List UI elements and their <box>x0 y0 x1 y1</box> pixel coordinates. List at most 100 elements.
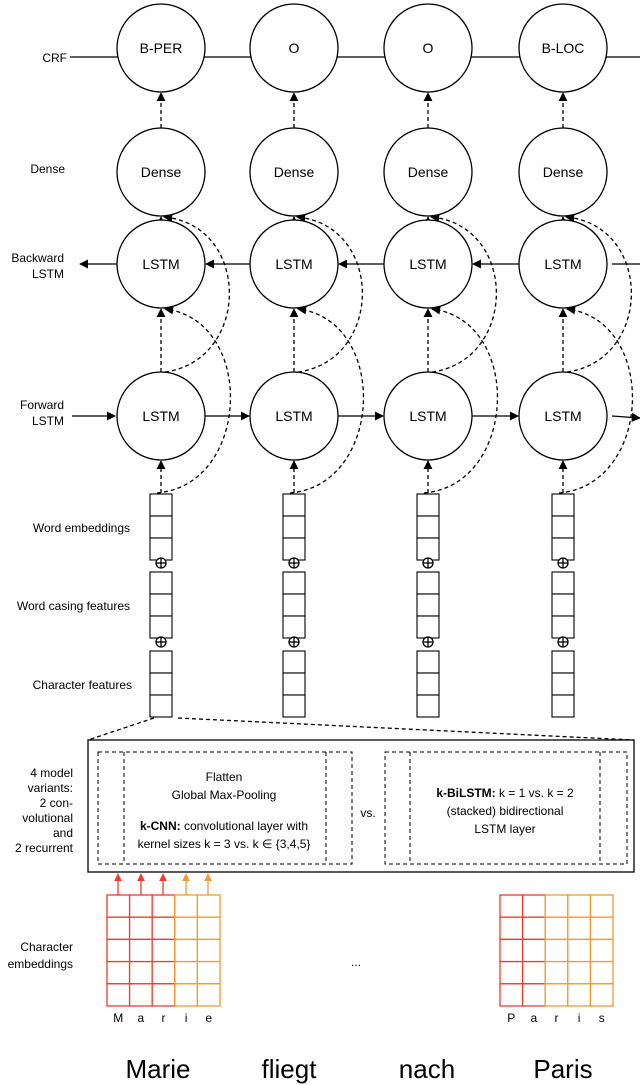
skip-forward-to-dense <box>565 213 633 373</box>
dense-node-label: Dense <box>543 164 584 180</box>
char-embedding-cell <box>499 938 524 963</box>
word-casing-label: Word casing features <box>17 599 130 613</box>
word-casing-vector-cell <box>149 571 173 595</box>
input-word: Paris <box>533 1054 592 1084</box>
word-embedding-vector-cell <box>551 537 575 561</box>
char-embedding-cell <box>151 983 176 1007</box>
bilstm-layer-text: LSTM layer <box>474 822 535 836</box>
word-casing-vector-cell <box>149 593 173 617</box>
word-casing-vector-cell <box>282 593 306 617</box>
vs-text: vs. <box>360 806 375 820</box>
char-embedding-cell <box>151 960 176 985</box>
word-embeddings-label: Word embeddings <box>33 521 130 535</box>
char-embedding-cell <box>544 960 569 985</box>
char-embedding-cell <box>567 983 592 1007</box>
word-embedding-vector-cell <box>551 515 575 539</box>
character-feature-vector-cell <box>416 672 440 696</box>
char-embedding-cell <box>174 894 199 918</box>
char-letter: a <box>531 1011 538 1025</box>
char-embedding-cell <box>106 983 131 1007</box>
crf-node-label: B-PER <box>140 40 183 56</box>
skip-embedding-to-backward <box>558 305 634 494</box>
cnn-kernel-text: kernel sizes k = 3 vs. k ∈ {3,4,5} <box>138 837 311 851</box>
word-casing-vector-cell <box>282 571 306 595</box>
char-letter: a <box>138 1011 145 1025</box>
char-embedding-cell <box>174 983 199 1007</box>
cnn-kcnn-rest: convolutional layer with <box>181 819 308 833</box>
skip-forward-to-dense <box>296 213 364 373</box>
crf-node <box>518 3 608 93</box>
char-embedding-cell <box>106 894 131 918</box>
forward-lstm-node-label: LSTM <box>409 408 446 424</box>
dense-node <box>116 127 206 217</box>
char-letter: r <box>162 1011 166 1025</box>
char-embedding-cell <box>174 960 199 985</box>
columns-layer: B-PERDenseLSTMLSTMODenseLSTMLSTMODenseLS… <box>116 3 634 718</box>
char-embedding-cell <box>521 983 546 1007</box>
word-casing-vector-cell <box>416 571 440 595</box>
variants-line: and <box>53 826 73 840</box>
bilstm-variant-box: k-BiLSTM: k = 1 vs. k = 2 (stacked) bidi… <box>384 751 628 865</box>
dense-node-label: Dense <box>141 164 182 180</box>
bilstm-k-rest: k = 1 vs. k = 2 <box>496 786 574 800</box>
char-embedding-cell <box>196 938 221 963</box>
char-embedding-cell <box>521 960 546 985</box>
cnn-variant-box: Flatten Global Max-Pooling k-CNN: convol… <box>97 751 353 865</box>
skip-forward-to-dense <box>163 213 231 373</box>
word-casing-vector-cell <box>551 571 575 595</box>
input-word: nach <box>399 1054 455 1084</box>
forward-lstm-label-line2: LSTM <box>32 414 64 428</box>
forward-lstm-node <box>518 371 608 461</box>
word-embedding-vector-cell <box>416 493 440 517</box>
skip-embedding-to-backward <box>423 305 499 494</box>
backward-lstm-node <box>518 219 608 309</box>
character-feature-vector-cell <box>149 650 173 674</box>
variants-line: 2 con- <box>40 796 73 810</box>
char-embedding-cell <box>589 983 614 1007</box>
char-embeddings-label-line1: Character <box>20 940 73 954</box>
variants-label: 4 model variants: 2 con- volutional and … <box>15 766 74 855</box>
bilstm-outer-border <box>384 751 628 865</box>
char-embedding-cell <box>521 938 546 963</box>
backward-lstm-node-label: LSTM <box>409 256 446 272</box>
backward-lstm-label-line2: LSTM <box>32 267 64 281</box>
skip-forward-to-dense <box>430 213 498 373</box>
char-embedding-cell <box>544 938 569 963</box>
backward-lstm-node-label: LSTM <box>275 256 312 272</box>
char-embedding-cell <box>544 916 569 941</box>
crf-node-label: O <box>289 40 300 56</box>
char-embedding-cell <box>544 894 569 918</box>
variants-line: variants: <box>28 781 73 795</box>
forward-lstm-node-label: LSTM <box>275 408 312 424</box>
char-letter: i <box>185 1011 188 1025</box>
cnn-pooling-text: Global Max-Pooling <box>172 788 277 802</box>
dense-node <box>383 127 473 217</box>
skip-embedding-to-backward <box>289 305 365 494</box>
skip-embedding-to-backward <box>156 305 232 494</box>
character-feature-vector-cell <box>149 672 173 696</box>
variants-line: 4 model <box>30 766 73 780</box>
dense-node-label: Dense <box>274 164 315 180</box>
word-embedding-vector-cell <box>282 493 306 517</box>
forward-lstm-label-line1: Forward <box>20 398 64 412</box>
char-embedding-cell <box>544 983 569 1007</box>
char-embedding-cell <box>196 916 221 941</box>
input-word: fliegt <box>262 1054 318 1084</box>
cnn-kcnn-bold: k-CNN: <box>140 819 181 833</box>
character-feature-vector-cell <box>551 694 575 718</box>
char-embedding-cell <box>128 916 153 941</box>
character-feature-vector-cell <box>282 672 306 696</box>
backward-lstm-node <box>249 219 339 309</box>
char-embedding-cell <box>499 983 524 1007</box>
character-feature-vector-cell <box>551 672 575 696</box>
char-embedding-cell <box>106 960 131 985</box>
crf-node-label: O <box>423 40 434 56</box>
word-embedding-vector-cell <box>416 515 440 539</box>
ellipsis-text: ... <box>351 955 361 969</box>
char-embedding-cell <box>128 894 153 918</box>
